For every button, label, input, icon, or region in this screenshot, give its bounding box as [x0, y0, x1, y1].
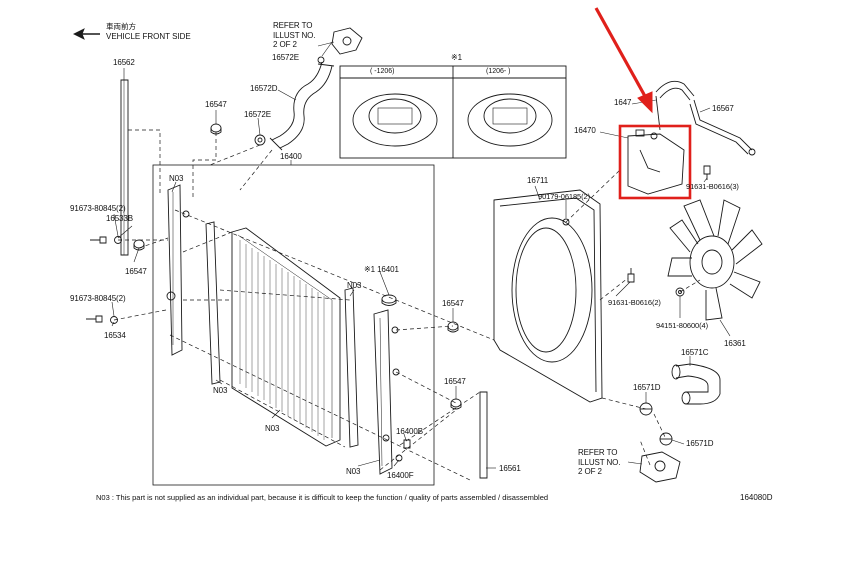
bolt-91631-tank: [703, 165, 711, 180]
grommet-16547-c: [447, 321, 459, 333]
diagram-code: 164080D: [740, 493, 773, 502]
part-label-16567: 16567: [712, 104, 734, 113]
part-label-16571C: 16571C: [681, 348, 709, 357]
reserve-hose-link: [655, 95, 661, 131]
bolt-91673-upper: [90, 236, 122, 244]
water-outlet-top: [317, 27, 363, 64]
part-label-n03: N03: [346, 467, 361, 476]
radiator-cap-16401: [381, 294, 397, 306]
radiator-left-tank: [166, 184, 190, 356]
part-label-n03: N03: [265, 424, 280, 433]
inset-right-range: (1206- ): [486, 68, 511, 75]
part-label-16572E: 16572E: [244, 110, 271, 119]
upper-hose-16572D: [269, 61, 335, 151]
part-label-n03: N03: [213, 386, 228, 395]
refer-line: REFER TO: [578, 448, 618, 457]
part-label-16547: 16547: [125, 267, 147, 276]
part-label-16533B: 16533B: [106, 214, 133, 223]
part-label-91673-upper: 91673-80845(2): [70, 204, 126, 213]
cap-inset: [339, 65, 567, 159]
highlight-box: [618, 124, 692, 200]
seal-16562: [120, 79, 129, 256]
footer-note: N03 : This part is not supplied as an in…: [96, 493, 549, 502]
bolt-91631-fan: [627, 268, 635, 283]
inset-mark: ※1: [451, 53, 462, 62]
part-label-90179: 90179-06185(2): [538, 192, 590, 201]
refer-line: 2 OF 2: [578, 467, 602, 476]
part-label-n03: N03: [347, 281, 362, 290]
vehicle-front-label: 車両前方 VEHICLE FRONT SIDE: [106, 22, 191, 42]
part-label-94151: 94151-80600(4): [656, 321, 708, 330]
vehicle-front-jp: 車両前方: [106, 22, 136, 31]
part-label-n03: N03: [169, 174, 184, 183]
part-label-16547: 16547: [205, 100, 227, 109]
refer-line: ILLUST NO.: [273, 30, 316, 40]
seal-n03-left: [205, 221, 221, 385]
part-label-16361: 16361: [724, 339, 746, 348]
reserve-tank-16470: [627, 129, 685, 195]
part-label-16547: 16547: [444, 377, 466, 386]
vehicle-front-en: VEHICLE FRONT SIDE: [106, 32, 191, 41]
highlight-arrow-icon: [594, 7, 648, 99]
part-label-16400F: 16400F: [387, 471, 414, 480]
part-label-91631-tank: 91631-B0616(3): [686, 182, 739, 191]
reserve-hose-top: [655, 80, 695, 101]
clamp-16571D-b: [659, 432, 673, 446]
fan-shroud-16711: [493, 189, 603, 403]
part-label-16571D: 16571D: [686, 439, 714, 448]
clamp-16572E: [254, 134, 266, 146]
radiator-assembly-frame: [152, 164, 435, 486]
part-label-16711: 16711: [527, 176, 549, 185]
radiator-core: [231, 227, 341, 447]
part-label-16534: 16534: [104, 331, 126, 340]
refer-line: ILLUST NO.: [578, 457, 621, 467]
inset-left-range: ( -1206): [370, 68, 395, 75]
seal-n03-mid: [344, 287, 359, 448]
refer-note-bottom: REFER TO ILLUST NO. 2 OF 2: [578, 448, 621, 477]
part-label-1647: 1647: [614, 98, 632, 107]
refer-line: 2 OF 2: [273, 40, 297, 49]
water-inlet-bottom: [639, 451, 681, 483]
part-label-16547: 16547: [442, 299, 464, 308]
reserve-bracket-16567: [689, 99, 756, 156]
part-label-16561: 16561: [499, 464, 521, 473]
refer-line: REFER TO: [273, 21, 313, 30]
grommet-16547-d: [450, 398, 462, 410]
part-label-16470: 16470: [574, 126, 596, 135]
refer-note-top: REFER TO ILLUST NO. 2 OF 2: [273, 21, 316, 50]
vehicle-front-arrow-icon: [72, 28, 100, 40]
seal-16561: [479, 391, 488, 479]
bolt-91673-lower: [86, 315, 118, 324]
lower-hose-16571C: [671, 363, 721, 405]
cooling-fan-16361: [667, 199, 763, 321]
part-label-16571D: 16571D: [633, 383, 661, 392]
part-label-16572D: 16572D: [250, 84, 278, 93]
part-label-16400: 16400: [280, 152, 302, 161]
part-label-16562: 16562: [113, 58, 135, 67]
part-label-91673-lower: 91673-80845(2): [70, 294, 126, 303]
part-label-16572E-top: 16572E: [272, 53, 299, 62]
part-label-16400B: 16400B: [396, 427, 423, 436]
radiator-right-tank: [373, 309, 400, 475]
part-label-91631-fan: 91631-B0616(2): [608, 298, 661, 307]
part-label-16401: ※1 16401: [364, 265, 399, 274]
highlight-annotation: [594, 7, 692, 200]
